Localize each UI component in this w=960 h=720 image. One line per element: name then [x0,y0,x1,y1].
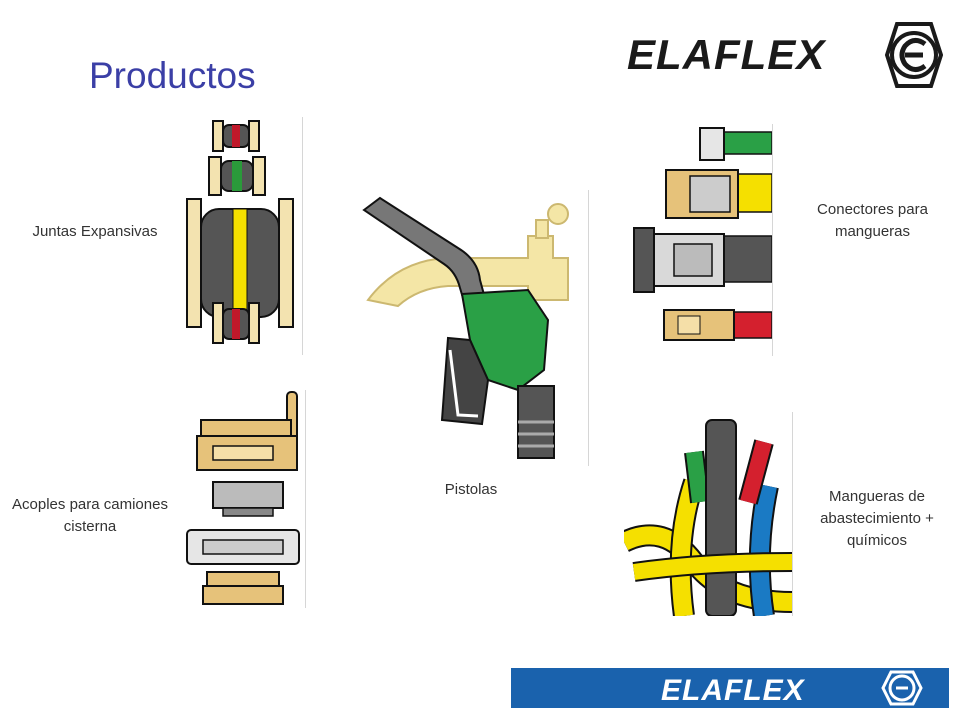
hoses-image [624,412,793,616]
expansion-joint-image [183,117,303,355]
hose-connector-image [630,124,773,356]
nozzle-image [358,190,589,466]
product-label-hose-connectors: Conectores para mangueras [817,201,928,240]
elaflex-e-logo-icon [881,670,923,706]
product-label-nozzles: Pistolas [444,481,498,498]
page-title: Productos [89,55,256,96]
elaflex-e-logo-icon [884,22,943,88]
product-label-fuel-chemical-hoses: Mangueras de abastecimiento + químicos [820,488,934,549]
footer-brand-bar: ELAFLEX [511,668,949,708]
product-label-expansion-joints: Juntas Expansivas [32,223,158,240]
tank-truck-coupling-image [183,390,306,608]
svg-text:ELAFLEX: ELAFLEX [661,674,806,707]
product-label-tank-truck-couplings: Acoples para camiones cisterna [12,496,168,535]
elaflex-logo: ELAFLEX [625,20,943,90]
svg-text:ELAFLEX: ELAFLEX [627,31,827,78]
